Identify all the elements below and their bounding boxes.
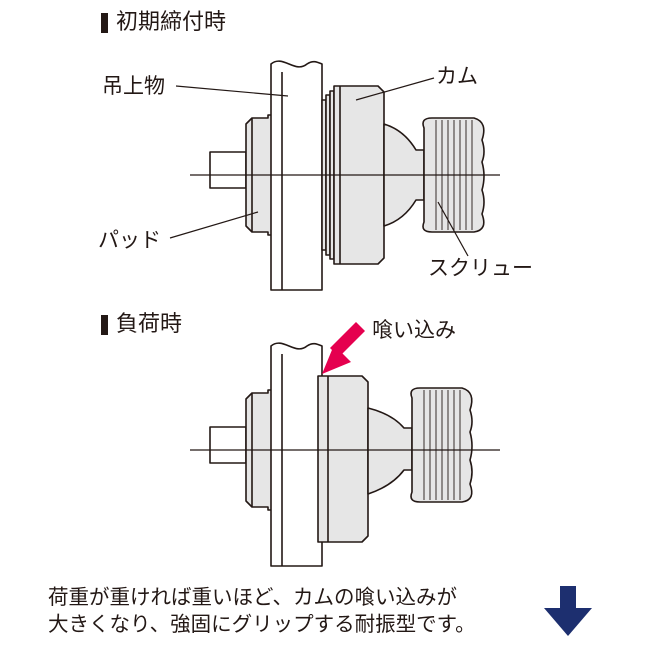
clamp-rod	[209, 426, 247, 464]
clamp-rod	[209, 151, 247, 189]
screw-knurl	[423, 390, 461, 500]
caption-line-1: 荷重が重ければ重いほど、カムの喰い込みが	[48, 585, 457, 609]
caption-line-2: 大きくなり、強固にグリップする耐振型です。	[48, 612, 476, 636]
load-heading: 負荷時	[101, 312, 182, 338]
screw-knob	[410, 387, 473, 503]
load-object-leader	[175, 85, 289, 97]
pad-label: パッド	[98, 228, 161, 252]
cam-part	[317, 375, 369, 543]
load-heading-text: 負荷時	[116, 312, 183, 337]
description-caption: 荷重が重ければ重いほど、カムの喰い込みが 大きくなり、強固にグリップする耐振型で…	[48, 584, 548, 638]
cam-neck	[367, 407, 413, 495]
screw-label: スクリュー	[428, 256, 533, 280]
initial-tightening-heading-text: 初期締付時	[116, 10, 227, 35]
bite-arrow	[322, 322, 365, 374]
initial-tightening-heading: 初期締付時	[101, 10, 226, 36]
load-object-label: 吊上物	[102, 74, 165, 98]
heading-marker	[101, 13, 108, 33]
pad-leader	[169, 211, 259, 239]
load-object-plate	[270, 342, 323, 567]
heading-marker	[101, 315, 108, 335]
initial-tightening-diagram	[169, 60, 500, 291]
screw-leader	[437, 201, 469, 257]
cam-leader	[355, 77, 435, 101]
cam-label: カム	[436, 64, 478, 88]
bite-label: 喰い込み	[372, 318, 456, 342]
load-diagram	[190, 322, 500, 567]
down-arrow-icon	[544, 586, 592, 636]
